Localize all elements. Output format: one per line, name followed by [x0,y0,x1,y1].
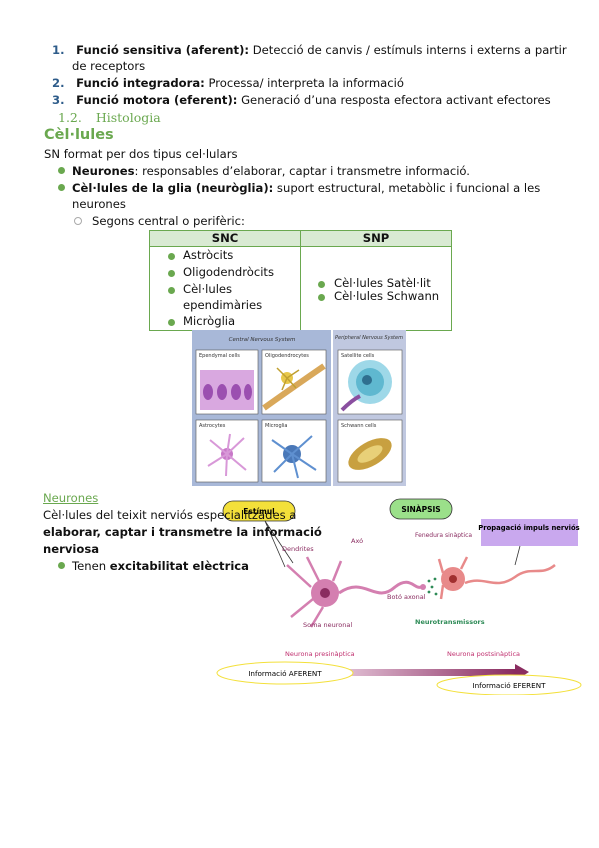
neurones-line2: elaborar, captar i transmetre la informa… [43,525,322,539]
neuron-diagram: Estímul SINÀPSIS Propagació impuls nervi… [215,495,585,696]
function-item-1: 1. Funció sensitiva (aferent): Detecció … [52,42,567,58]
axo-label: Axó [351,537,363,545]
panel-label: Microglia [265,423,287,429]
snc-item: ependimàries [183,298,263,312]
bullet-icon [318,281,325,288]
bullet-icon [168,270,175,277]
list-number: 3. [52,93,65,107]
type-glia: Cèl·lules de la glia (neuròglia): suport… [72,180,540,196]
panel-label: Astrocytes [199,423,226,429]
type-term: Neurones [72,164,135,178]
type-glia-cont: neurones [72,197,126,211]
bullet-pre-text: Tenen [72,559,110,573]
panel-label: Satellite cells [341,353,375,359]
panel-microglia: Microglia [261,419,327,483]
bullet-icon [58,562,65,569]
intro-text: SN format per dos tipus cel·lulars [44,147,238,161]
excitabilitat-bullet: Tenen excitabilitat elèctrica [72,558,249,574]
snp-item: Cèl·lules Satèl·lit [334,276,431,290]
snc-item: Oligodendròcits [183,265,275,279]
bullet-icon [58,184,65,191]
snc-item: Cèl·lules [183,282,233,296]
fig-right-title: Peripheral Nervous System [335,335,403,341]
propagacio-text: Propagació impuls nerviós [478,524,579,532]
estimul-label: Estímul [243,507,274,516]
type-neurones: Neurones: responsables d’elaborar, capta… [72,163,470,179]
glia-table: SNC SNP Astròcits Oligodendròcits Cèl·lu… [149,230,452,331]
function-item-2: 2. Funció integradora: Processa/ interpr… [52,75,404,91]
bullet-icon [58,167,65,174]
section-number: 1.2. [58,110,82,125]
panel-astrocytes: Astrocytes [195,419,259,483]
snc-item: Micròglia [183,314,236,328]
bullet-icon [318,294,325,301]
panel-label: Oligodendrocytes [265,353,309,359]
presinaptica-label: Neurona presinàptica [285,650,355,658]
hollow-bullet-icon [74,217,82,225]
panel-label: Ependymal cells [199,353,240,359]
neurones-line3: nerviosa [43,542,100,556]
type-desc: suport estructural, metabòlic i funciona… [273,181,541,195]
function-item-3: 3. Funció motora (eferent): Generació d’… [52,92,551,108]
soma-label: Soma neuronal [303,621,352,629]
neurones-heading: Neurones [43,491,99,505]
function-term: Funció sensitiva (aferent): [76,43,250,57]
postsinaptica-label: Neurona postsinàptica [447,650,520,658]
function-item-1-cont: de receptors [72,59,146,73]
type-desc: : responsables d’elaborar, captar i tran… [134,164,470,178]
section-heading: 1.2. Histologia [58,110,161,125]
sinapsis-label: SINÀPSIS [401,505,440,514]
propagacio-label: Propagació impuls nerviós [478,524,579,532]
panel-label: Schwann cells [341,423,377,429]
aferent-label: Informació AFERENT [248,669,322,678]
neurones-line1: Cèl·lules del teixit nerviós especialitz… [43,508,297,522]
function-desc: Generació d’una resposta efectora activa… [241,93,551,107]
bullet-icon [168,319,175,326]
fig-left-title: Central Nervous System [229,337,296,343]
cells-heading: Cèl·lules [44,127,114,143]
sub-bullet-text: Segons central o perifèric: [92,214,245,228]
table-divider [300,231,301,330]
function-term: Funció integradora: [76,76,205,90]
bullet-bold-text: excitabilitat elèctrica [109,559,249,573]
panel-oligodendrocytes: Oligodendrocytes [261,349,327,415]
header-snp: SNP [301,231,451,247]
boto-label: Botó axonal [387,593,426,601]
neurotransmissors-label: Neurotransmissors [415,618,485,626]
dendrites-label: Dendrites [282,545,314,553]
panel-satellite: Satellite cells [337,349,403,415]
fenedura-label: Fenedura sinàptica [415,532,472,539]
panel-ependymal: Ependymal cells [195,349,259,415]
glia-figure: Central Nervous System Peripheral Nervou… [192,330,406,486]
function-term: Funció motora (eferent): [76,93,238,107]
list-number: 1. [52,43,65,57]
section-title: Histologia [95,110,161,125]
type-term: Cèl·lules de la glia (neuròglia): [72,181,274,195]
bullet-icon [168,253,175,260]
glia-figure-svg: Central Nervous System Peripheral Nervou… [192,330,406,486]
eferent-label: Informació EFERENT [473,681,547,690]
snc-item: Astròcits [183,248,234,262]
function-desc: Detecció de canvis / estímuls interns i … [252,43,567,57]
bullet-icon [168,287,175,294]
list-number: 2. [52,76,65,90]
neuron-diagram-svg: Estímul SINÀPSIS Propagació impuls nervi… [216,498,582,696]
header-snc: SNC [150,231,300,247]
panel-schwann: Schwann cells [337,419,403,483]
function-desc: Processa/ interpreta la informació [208,76,404,90]
snp-item: Cèl·lules Schwann [334,289,440,303]
